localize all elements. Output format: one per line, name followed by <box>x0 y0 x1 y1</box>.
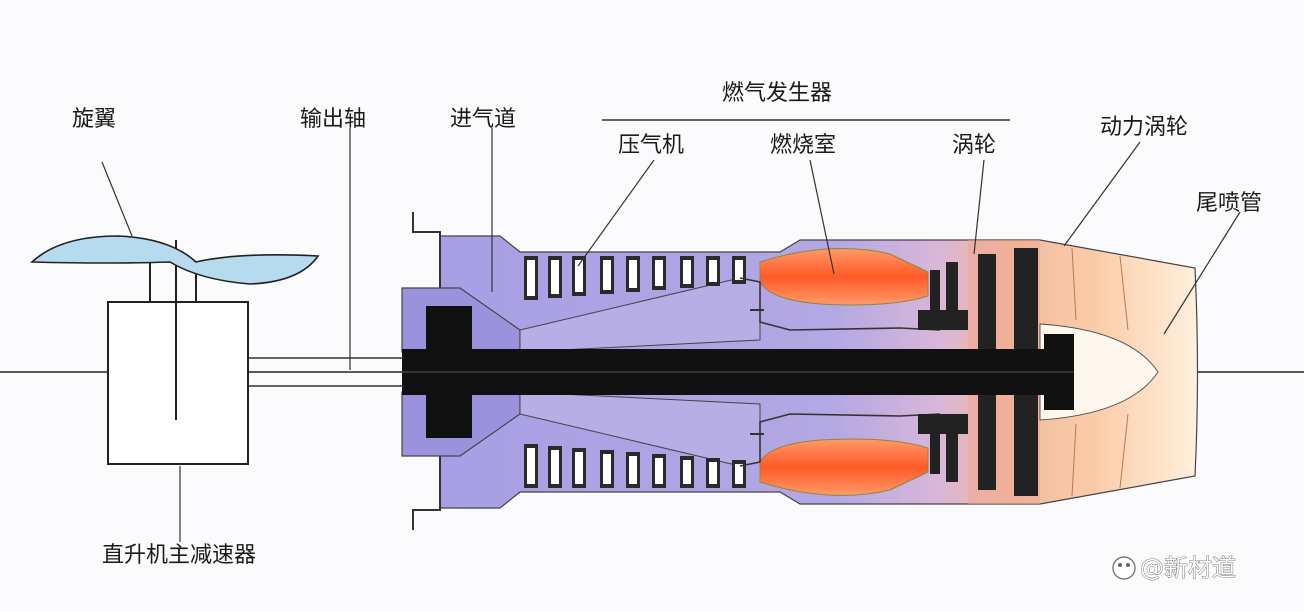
output-shaft <box>248 357 404 387</box>
compressor-blades-bottom <box>524 444 746 488</box>
label-compressor: 压气机 <box>618 133 684 158</box>
main-gearbox <box>107 301 249 465</box>
watermark-text: @新材道 <box>1140 554 1236 582</box>
label-turbine: 涡轮 <box>952 133 996 158</box>
inlet-lip-top <box>412 212 441 300</box>
compressor-blade-slot <box>603 454 611 484</box>
compressor-blade-slot <box>709 462 717 484</box>
compressor-blade-slot <box>683 460 691 484</box>
label-gearbox: 直升机主减速器 <box>102 543 256 568</box>
compressor-blades-top <box>524 256 746 300</box>
compressor-blade-slot <box>551 260 559 294</box>
compressor-blade-slot <box>575 452 583 484</box>
gg-turbine-blades <box>918 262 968 482</box>
watermark: @新材道 <box>1112 554 1236 582</box>
combustor-liner-bottom <box>739 413 941 467</box>
compressor-blade-slot <box>709 260 717 282</box>
compressor-blade-slot <box>527 260 535 296</box>
label-combustor: 燃烧室 <box>770 133 836 158</box>
leader-lines <box>101 128 1241 542</box>
compressor-blade-slot <box>629 260 637 288</box>
compressor-blade-slot <box>603 260 611 290</box>
compressor-blade-slot <box>683 260 691 284</box>
combustor-liner-top <box>739 277 941 331</box>
compressor-blade-slot <box>735 260 743 280</box>
label-exhaust: 尾喷管 <box>1196 191 1262 216</box>
compressor-blade-slot <box>629 456 637 484</box>
label-power-turbine: 动力涡轮 <box>1100 115 1188 140</box>
inlet-lip-bottom <box>412 444 441 530</box>
exhaust-lines <box>1071 247 1129 497</box>
combustor-bottom <box>759 438 929 496</box>
compressor-blade-slot <box>527 448 535 484</box>
compressor-blade-slot <box>735 464 743 484</box>
compressor-blade-slot <box>575 260 583 292</box>
label-output-shaft: 输出轴 <box>300 107 366 132</box>
label-rotor: 旋翼 <box>72 107 116 132</box>
combustor-top <box>759 248 929 306</box>
compressor-blade-slot <box>551 450 559 484</box>
compressor-blade-slot <box>655 458 663 484</box>
label-inlet: 进气道 <box>450 107 516 132</box>
watermark-logo-icon <box>1112 556 1136 580</box>
rotor-blade <box>30 235 320 285</box>
compressor-blade-slot <box>655 260 663 286</box>
label-gas-generator: 燃气发生器 <box>722 81 832 106</box>
